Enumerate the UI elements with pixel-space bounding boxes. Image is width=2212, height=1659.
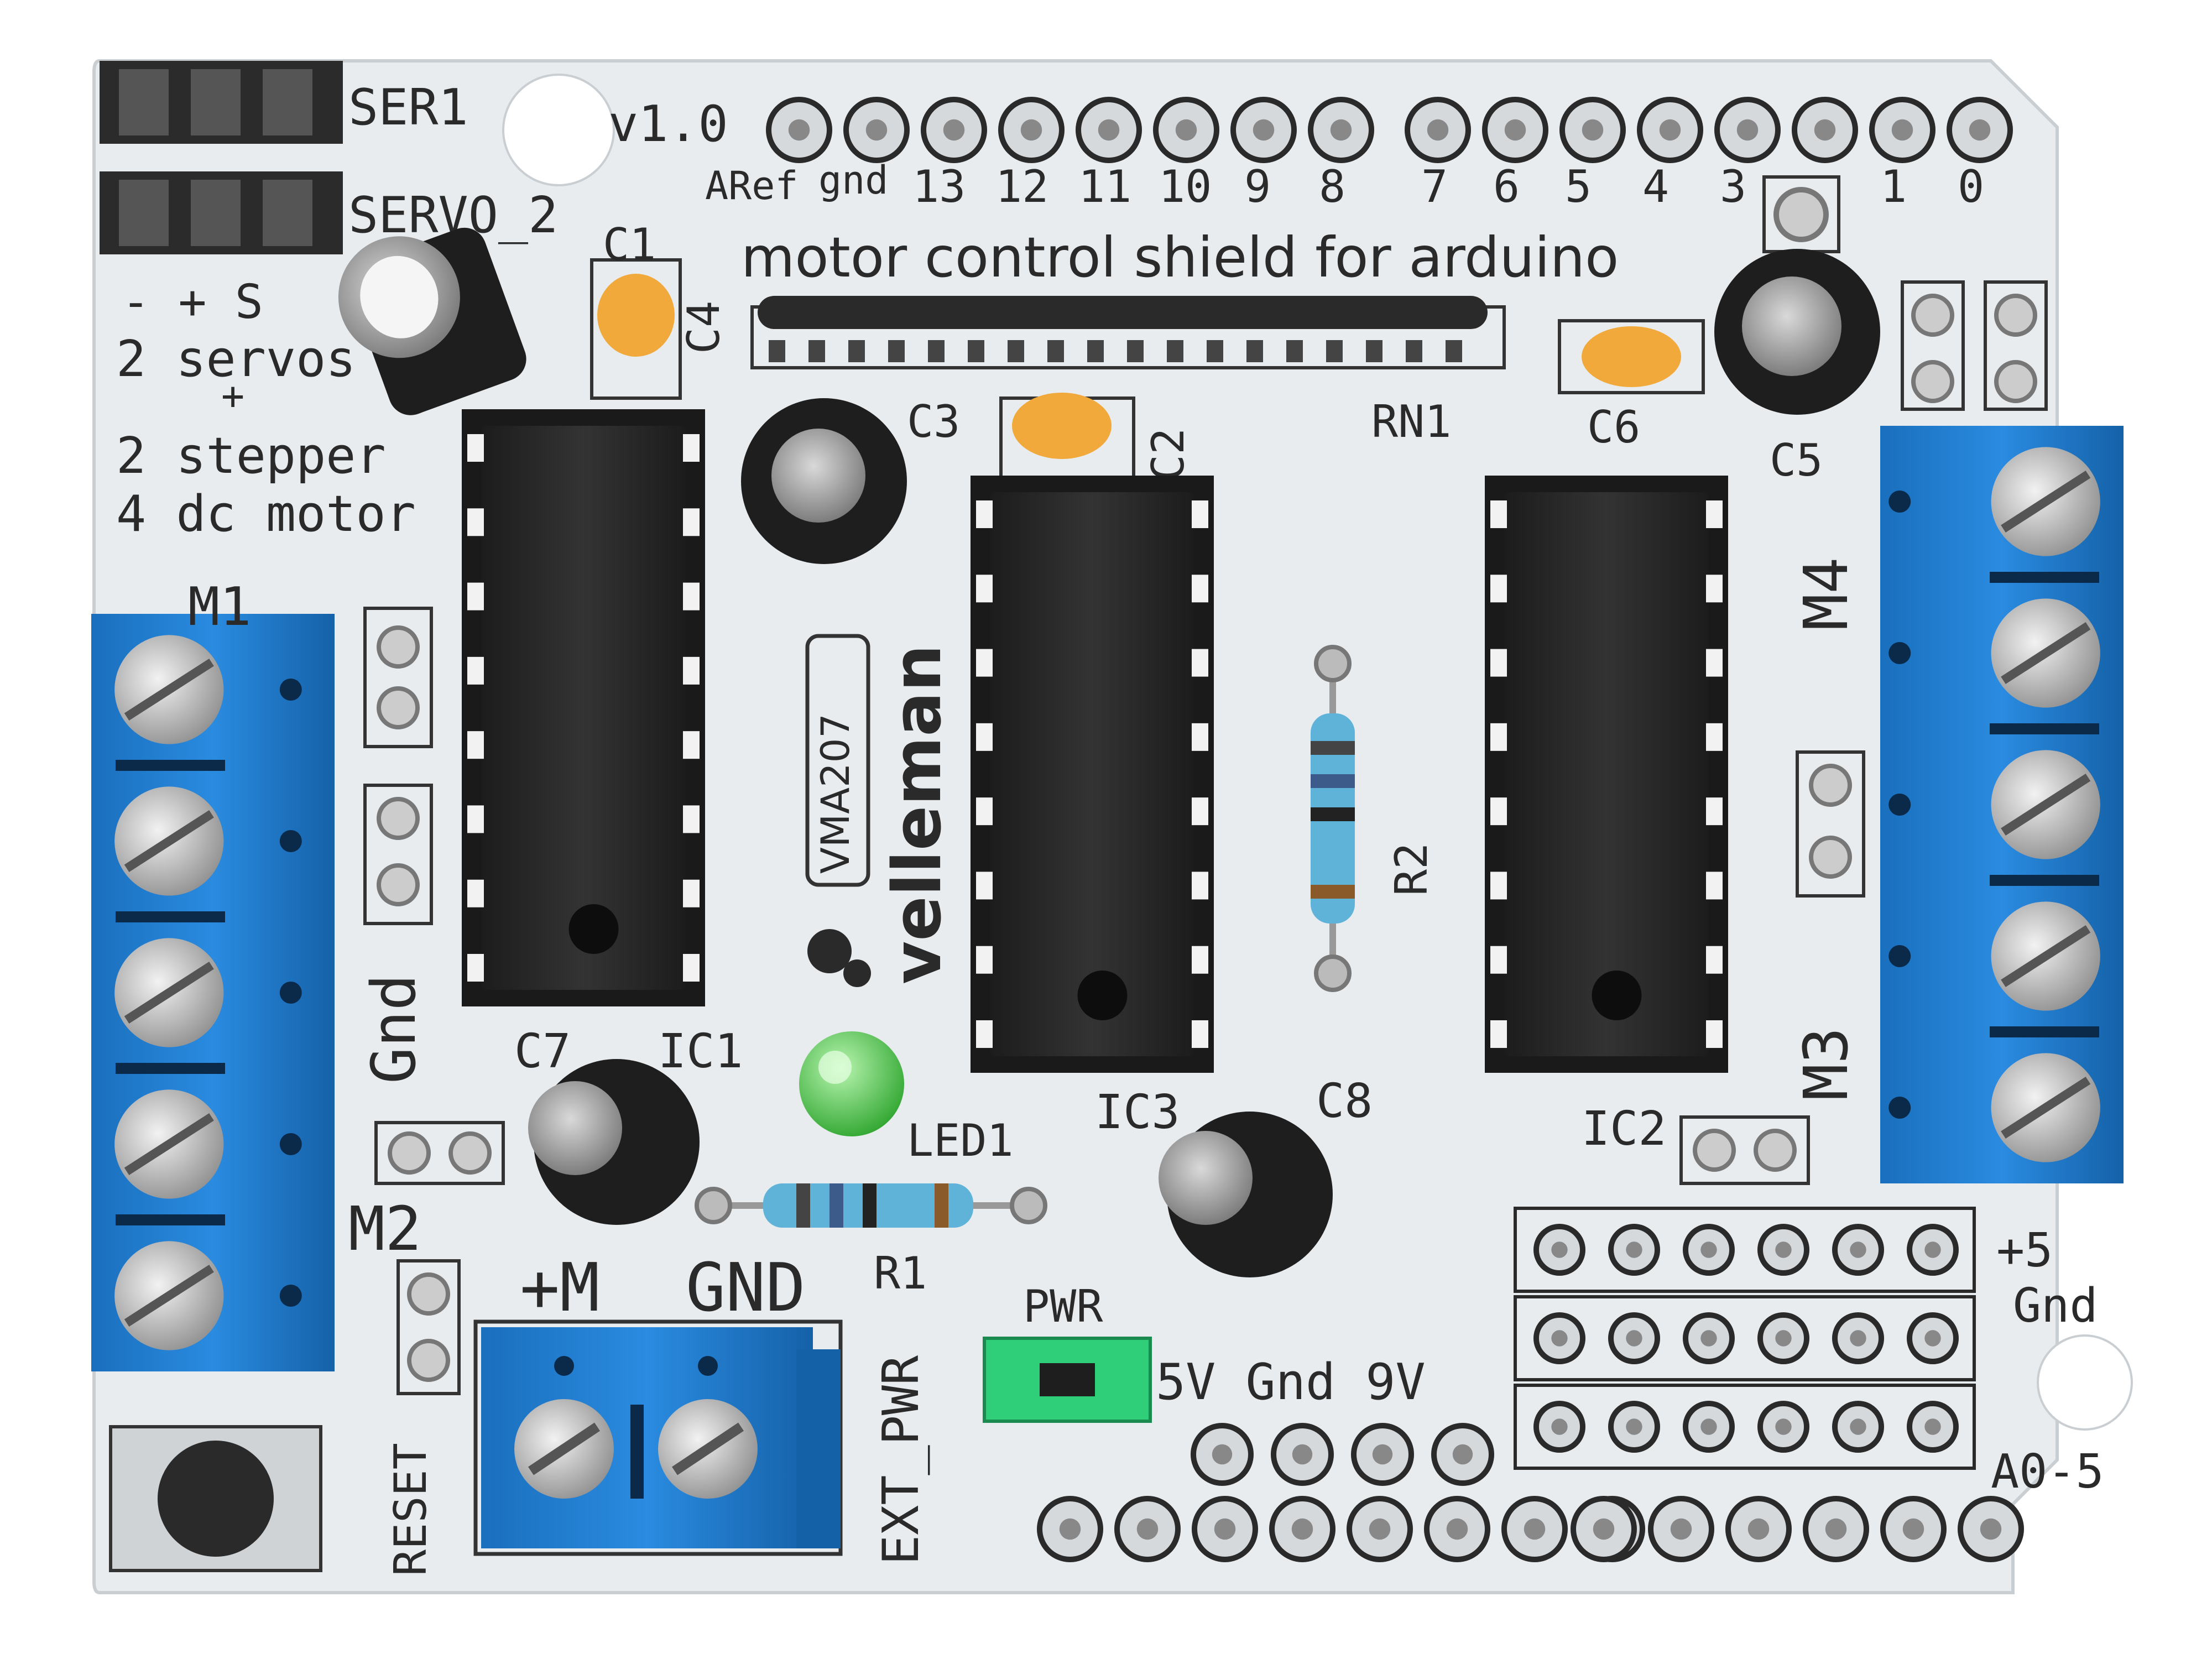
label-ic1: IC1 [658,1024,743,1079]
svg-text:9: 9 [1244,161,1271,212]
label-c4: C4 [678,301,729,354]
power-terminal-block [473,1319,843,1556]
top-header-labels-left: ARef gnd 13 12 11 10 9 8 [705,158,1345,212]
svg-text:gnd: gnd [818,158,888,203]
terminal-block-m3-m4 [1880,426,2124,1183]
label-desc-dc: 4 dc motor [116,485,416,543]
label-reset: RESET [385,1443,436,1576]
terminal-block-m1-m2 [91,614,335,1371]
label-c6: C6 [1587,401,1640,453]
label-desc-plus: + [221,373,244,419]
label-ic3: IC3 [1095,1085,1180,1140]
svg-text:0: 0 [1958,161,1984,212]
label-gnd-side: Gnd [358,974,429,1084]
svg-text:3: 3 [1720,161,1746,212]
svg-text:13: 13 [912,161,966,212]
ceramic-capacitor-c6 [1558,319,1705,394]
servo-header-2 [100,171,343,254]
svg-text:5: 5 [1565,161,1592,212]
label-c1: C1 [603,219,656,270]
ic3-chip [971,476,1214,1073]
svg-text:VMA207: VMA207 [813,713,858,874]
label-analog-gnd: Gnd [2013,1279,2098,1333]
pad-pairs-left [363,607,505,1395]
label-c5: C5 [1770,435,1823,486]
label-led1: LED1 [907,1115,1014,1166]
pad-pair-right [1796,750,1865,898]
resistor-r1 [695,1183,1047,1228]
mounting-hole [502,74,615,186]
label-m2: M2 [348,1193,421,1264]
label-ic2: IC2 [1582,1102,1667,1156]
label-ser1: SER1 [348,79,468,137]
label-rn1: RN1 [1371,396,1452,447]
svg-text:8: 8 [1319,161,1345,212]
label-plus5: +5 [1996,1223,2053,1278]
label-a0-5: A0-5 [1991,1444,2104,1499]
ic1-chip [462,409,705,1006]
label-c2: C2 [1142,428,1194,481]
label-desc-servos: 2 servos [116,330,356,388]
label-r1: R1 [874,1248,927,1299]
resistor-r2 [1311,645,1355,992]
electrolytic-capacitor-c8 [1159,1112,1333,1277]
svg-text:4: 4 [1642,161,1669,212]
svg-text:velleman: velleman [879,644,956,984]
top-header-labels-right: 7 6 5 4 3 1 0 [1421,161,1984,212]
label-desc-stepper: 2 stepper [116,427,386,485]
label-m4: M4 [1791,557,1861,630]
svg-text:11: 11 [1078,161,1131,212]
svg-text:7: 7 [1421,161,1448,212]
label-c8: C8 [1316,1074,1373,1129]
ceramic-capacitor-c4 [590,258,682,400]
electrolytic-capacitor-c3 [741,398,907,564]
label-c3: C3 [907,396,960,447]
svg-text:10: 10 [1159,161,1212,212]
resistor-network-rn1 [750,296,1506,369]
label-c7: C7 [514,1024,571,1079]
label-gnd-power: GND [686,1250,806,1327]
label-ext-pwr: EXT_PWR [872,1355,930,1565]
top-header-right [1405,97,2013,163]
label-pwr: PWR [1023,1281,1103,1332]
pad-pair-ic2 [1679,1115,1810,1185]
pad-pair [1901,280,2048,411]
brand-logo: VMA207 velleman [805,634,956,987]
electrolytic-capacitor-c5 [1714,249,1880,415]
led1 [799,1031,904,1136]
pwr-jumper[interactable] [983,1337,1152,1423]
svg-text:1: 1 [1880,161,1907,212]
label-m1: M1 [188,577,251,638]
label-version: v1.0 [608,95,728,153]
label-plus-m: +M [520,1250,600,1327]
bottom-header-analog [1571,1496,2024,1562]
svg-text:12: 12 [995,161,1048,212]
analog-header-rows [1514,1207,1976,1470]
icsp-header [1191,1423,1494,1486]
svg-text:ARef: ARef [705,163,799,208]
label-r2: R2 [1386,843,1437,896]
label-servo-pins: - + S [122,275,263,330]
label-jumper-options: 5V Gnd 9V [1156,1353,1426,1411]
reset-button[interactable] [109,1425,322,1572]
ic2-chip [1485,476,1728,1073]
label-m3: M3 [1791,1027,1861,1100]
mounting-hole [2037,1334,2133,1431]
svg-text:6: 6 [1493,161,1520,212]
top-header-left [766,97,1374,163]
servo-header-1 [100,61,343,144]
board-title: motor control shield for arduino [741,225,1619,290]
electrolytic-capacitor-c1 [338,227,526,415]
electrolytic-capacitor-c7 [528,1059,700,1225]
